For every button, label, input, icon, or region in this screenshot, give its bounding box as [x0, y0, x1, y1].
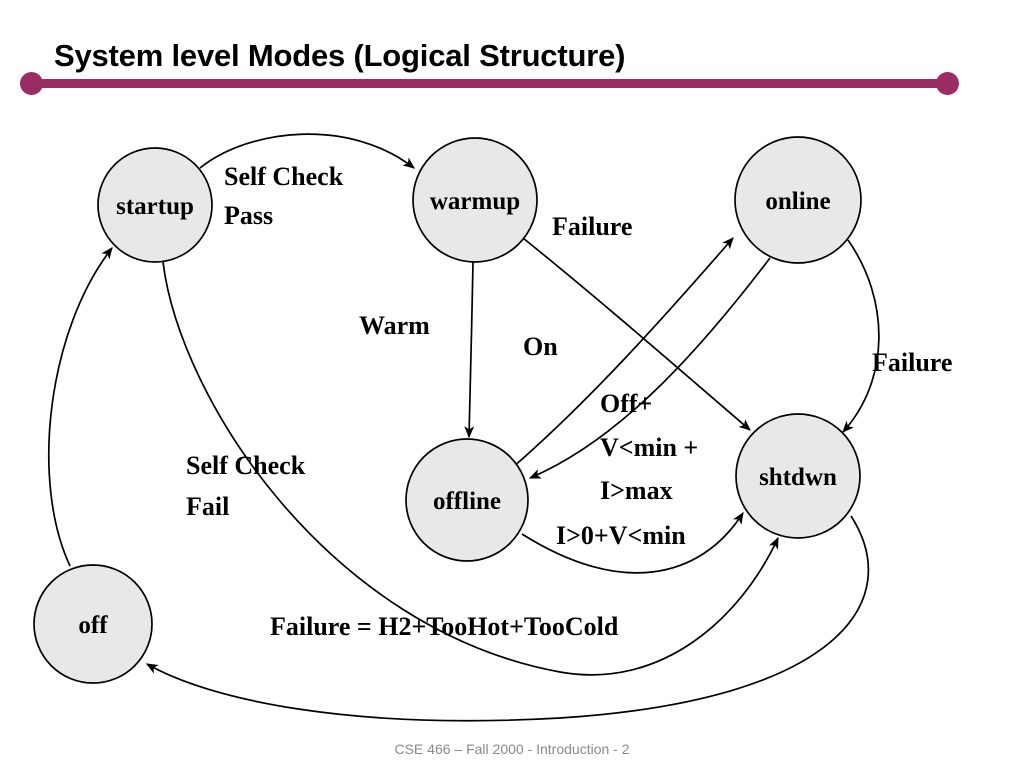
edge-startup-to-shtdwn: [162, 261, 779, 676]
node-off-circle[interactable]: [33, 564, 153, 684]
edge-shtdwn-to-off: [145, 515, 870, 722]
node-startup-circle[interactable]: [97, 147, 213, 263]
edge-label-self-check-fail-line2: Fail: [186, 492, 229, 521]
node-off-label: off: [78, 612, 108, 639]
title-rule-left-dot: [20, 72, 43, 95]
node-startup[interactable]: startup: [97, 147, 213, 263]
edge-online-to-offline: [528, 257, 771, 479]
edge-label-self-check-pass-line2: Pass: [224, 201, 273, 230]
node-warmup-label: warmup: [430, 188, 520, 215]
edge-label-self-check-pass-line1: Self Check: [224, 162, 344, 191]
nodes-layer: startup warmup online offline shtdwn off: [33, 136, 862, 684]
edge-label-off-condition-line1: Off+: [600, 389, 652, 418]
edge-startup-to-warmup: [199, 133, 415, 169]
edge-warmup-to-shtdwn: [522, 237, 751, 431]
slide-footer: CSE 466 – Fall 2000 - Introduction - 2: [394, 741, 630, 757]
edge-label-on: On: [523, 332, 558, 361]
edge-label-self-check-fail-line1: Self Check: [186, 451, 306, 480]
node-online[interactable]: online: [734, 136, 862, 264]
edge-label-current-voltage-condition: I>0+V<min: [556, 521, 686, 550]
page-title: System level Modes (Logical Structure): [54, 38, 626, 73]
edges-layer: [47, 133, 880, 722]
node-offline-label: offline: [433, 488, 501, 515]
node-offline-circle[interactable]: [405, 438, 529, 562]
node-warmup-circle[interactable]: [412, 137, 538, 263]
node-shtdwn[interactable]: shtdwn: [735, 413, 861, 539]
edge-label-failure-online: Failure: [872, 348, 952, 377]
title-rule-right-dot: [936, 72, 959, 95]
edge-online-to-shtdwn: [842, 239, 880, 433]
node-shtdwn-circle[interactable]: [735, 413, 861, 539]
node-shtdwn-label: shtdwn: [759, 464, 837, 491]
node-startup-label: startup: [116, 193, 194, 220]
edge-off-to-startup: [47, 247, 113, 567]
failure-definition-caption: Failure = H2+TooHot+TooCold: [270, 612, 619, 641]
edge-label-warm: Warm: [359, 311, 430, 340]
title-underline-rule: [32, 79, 950, 88]
edge-offline-to-online: [511, 237, 734, 469]
edge-offline-to-shtdwn: [521, 511, 744, 574]
node-warmup[interactable]: warmup: [412, 137, 538, 263]
edge-labels-layer: Self Check Pass Failure Warm On Failure …: [186, 162, 952, 641]
node-online-label: online: [765, 188, 830, 215]
edge-label-off-condition-line3: I>max: [600, 476, 673, 505]
node-offline[interactable]: offline: [405, 438, 529, 562]
node-off[interactable]: off: [33, 564, 153, 684]
edge-warmup-to-offline: [464, 261, 475, 439]
node-online-circle[interactable]: [734, 136, 862, 264]
edge-label-failure-warmup: Failure: [552, 212, 632, 241]
edge-label-off-condition-line2: V<min +: [600, 433, 698, 462]
